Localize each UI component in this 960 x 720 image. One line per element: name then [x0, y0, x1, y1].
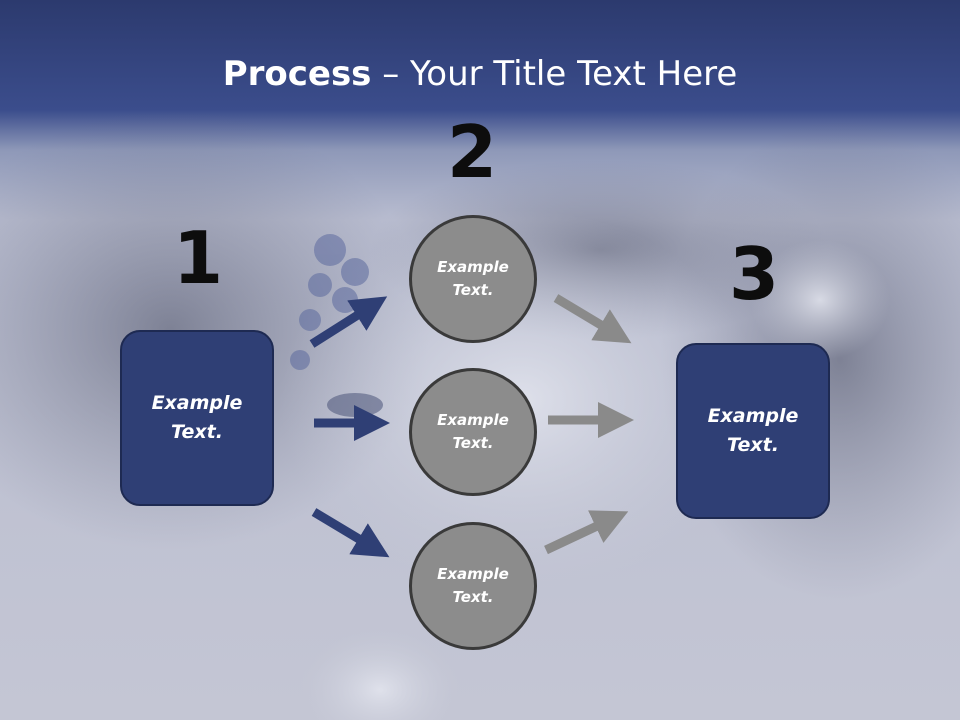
circle-2-line1: Example [437, 411, 509, 429]
step-number-2: 2 [446, 110, 498, 194]
arrow-1-to-circle-1 [309, 296, 388, 348]
step-number-1: 1 [172, 216, 224, 300]
step-1-line1: Example [151, 392, 243, 414]
arrow-circle-3-to-3 [544, 510, 629, 555]
title-rest: – Your Title Text Here [371, 54, 738, 94]
title-bold: Process [222, 54, 372, 94]
circle-2-line2: Text. [452, 434, 494, 452]
slide-title: Process – Your Title Text Here [0, 52, 960, 96]
step-number-3: 3 [728, 232, 780, 316]
arrow-1-to-circle-3 [311, 508, 390, 558]
circle-1-line2: Text. [452, 281, 494, 299]
step-3-line2: Text. [727, 434, 779, 456]
circle-1-line1: Example [437, 258, 509, 276]
step-3-line1: Example [707, 405, 799, 427]
arrow-circle-1-to-3 [553, 294, 632, 344]
circle-3-line2: Text. [452, 588, 494, 606]
circle-3-line1: Example [437, 565, 509, 583]
step-1-line2: Text. [171, 421, 223, 443]
